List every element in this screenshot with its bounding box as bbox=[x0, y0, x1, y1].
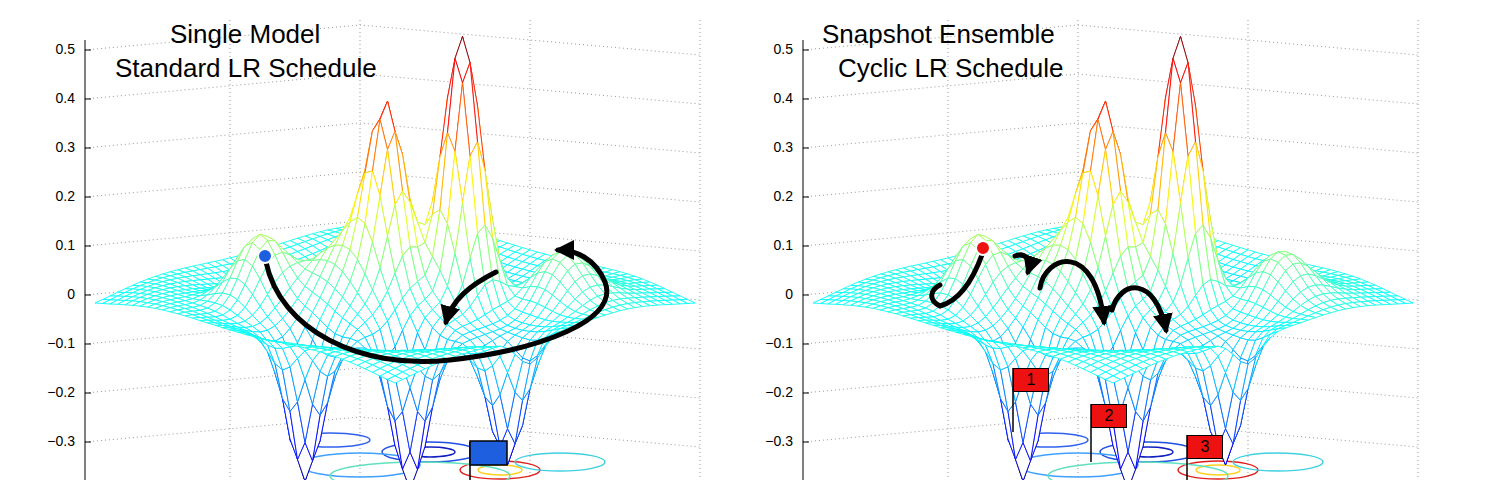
mesh-cell bbox=[350, 341, 365, 348]
grid-line bbox=[948, 20, 949, 480]
contour-line bbox=[515, 453, 605, 471]
grid-lines bbox=[85, 20, 1418, 480]
contour-plot bbox=[290, 433, 1323, 480]
mesh-cell bbox=[388, 376, 403, 383]
loss-surface bbox=[95, 37, 1413, 480]
contour-line bbox=[1048, 462, 1228, 480]
contour-line bbox=[1233, 453, 1323, 471]
grid-line bbox=[230, 20, 231, 480]
grid-line bbox=[700, 20, 701, 480]
grid-line bbox=[1418, 20, 1419, 480]
mesh-cell bbox=[253, 336, 268, 352]
